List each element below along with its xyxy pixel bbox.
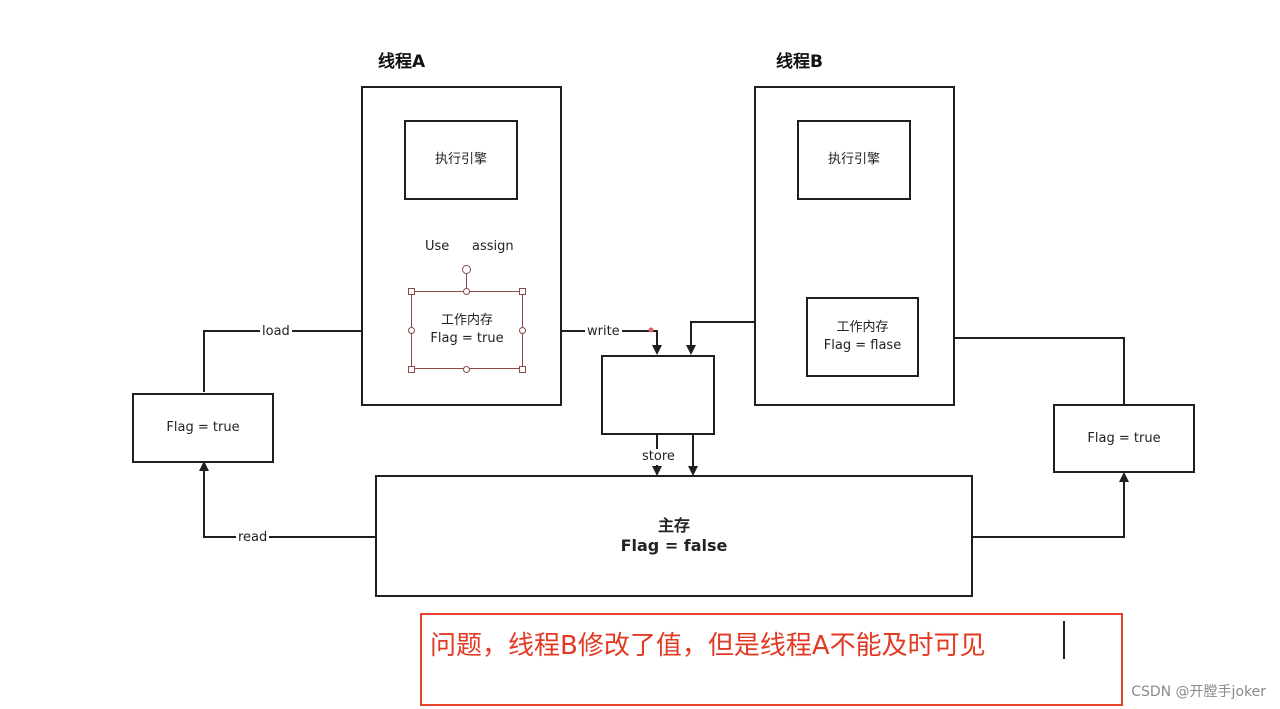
main-memory[interactable]: 主存 Flag = false [375, 475, 973, 597]
read-label: read [236, 530, 270, 546]
rotate-handle-stem [466, 273, 467, 288]
thread-b-work-memory-title: 工作内存 [836, 320, 889, 335]
thread-a-engine-label: 执行引擎 [434, 152, 487, 167]
assign-label: assign [470, 239, 516, 255]
thread-b-title: 线程B [776, 52, 823, 72]
resize-handle[interactable] [408, 288, 415, 295]
resize-handle[interactable] [408, 366, 415, 373]
write-label: write [585, 324, 622, 340]
resize-handle[interactable] [463, 288, 470, 295]
main-to-right-copy-arrow [972, 472, 1129, 538]
store-label: store [640, 449, 677, 465]
write-arrow [526, 330, 662, 355]
load-arrow [203, 326, 410, 392]
thread-a-work-memory-title: 工作内存 [440, 313, 493, 328]
main-memory-flag: Flag = false [620, 536, 728, 555]
rotate-handle[interactable] [462, 265, 471, 274]
thread-b-engine-label: 执行引擎 [827, 152, 880, 167]
connector-point [648, 327, 654, 333]
problem-note-text: 问题，线程B修改了值，但是线程A不能及时可见 [430, 631, 986, 661]
resize-handle[interactable] [463, 366, 470, 373]
load-label: load [260, 324, 292, 340]
resize-handle[interactable] [519, 288, 526, 295]
right-flag-copy-text: Flag = true [1087, 430, 1161, 446]
right-flag-copy[interactable]: Flag = true [1053, 404, 1195, 473]
thread-a-work-memory-flag: Flag = true [430, 331, 504, 346]
thread-b-work-memory-flag: Flag = flase [823, 338, 902, 353]
use-label: Use [423, 239, 452, 255]
watermark: CSDN @开膛手joker [1131, 684, 1266, 700]
thread-a-title: 线程A [378, 52, 426, 72]
thread-a-engine[interactable]: 执行引擎 [404, 120, 518, 200]
text-caret [1063, 621, 1065, 659]
right-copy-to-threadb-arrow [919, 333, 1125, 404]
resize-handle[interactable] [519, 366, 526, 373]
left-flag-copy[interactable]: Flag = true [132, 393, 274, 463]
problem-note[interactable]: 问题，线程B修改了值，但是线程A不能及时可见 [420, 613, 1123, 706]
buffer-box[interactable] [601, 355, 715, 435]
resize-handle[interactable] [519, 327, 526, 334]
thread-b-engine[interactable]: 执行引擎 [797, 120, 911, 200]
thread-b-work-memory[interactable]: 工作内存 Flag = flase [806, 297, 919, 377]
resize-handle[interactable] [408, 327, 415, 334]
left-flag-copy-text: Flag = true [166, 420, 240, 435]
main-memory-title: 主存 [657, 516, 690, 535]
read-arrow [199, 461, 375, 538]
thread-a-work-memory[interactable]: 工作内存 Flag = true [411, 291, 523, 369]
